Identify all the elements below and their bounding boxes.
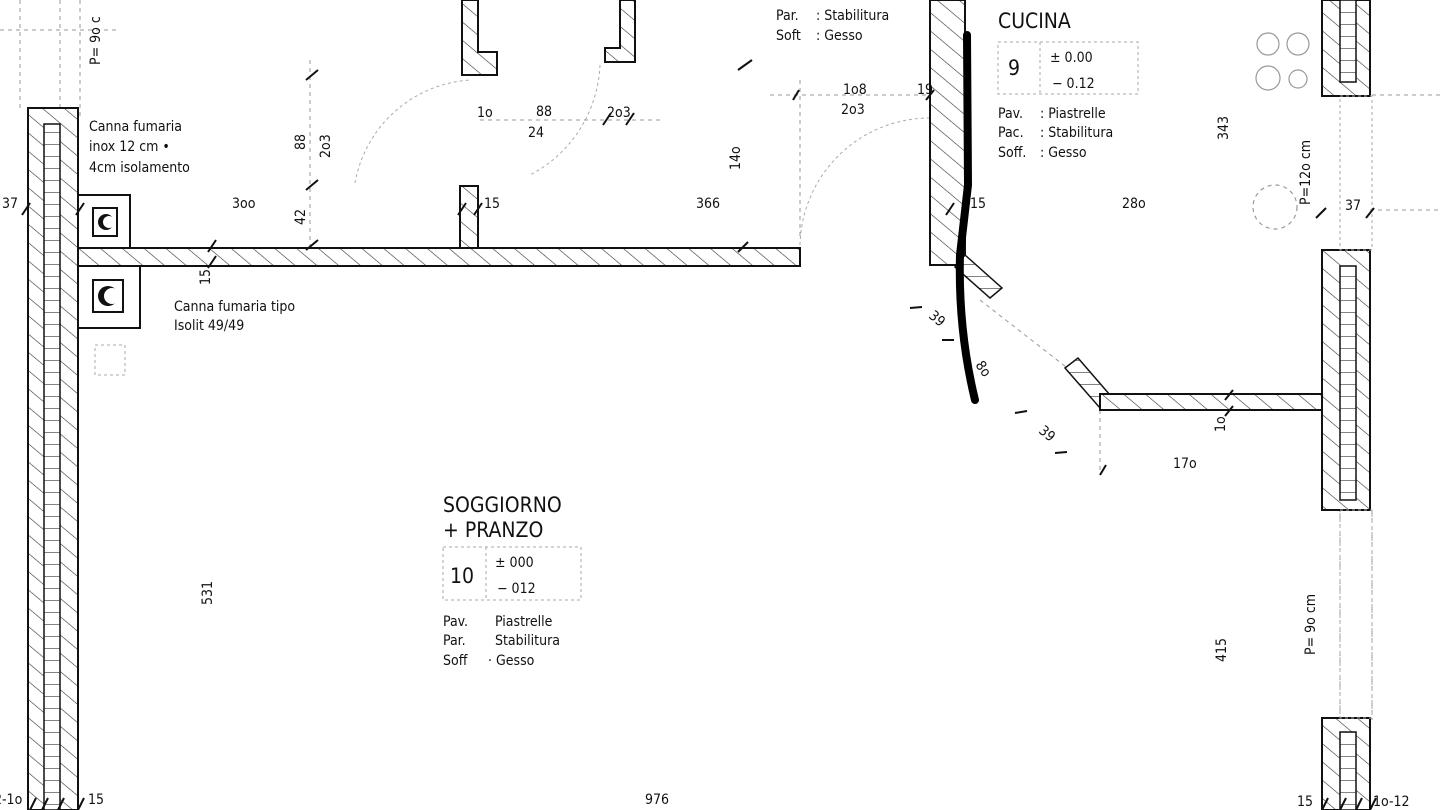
dimension-label: 15 [88,792,104,808]
dimension-label: 37 [2,196,18,212]
dimension-label: 24 [528,125,544,141]
construction-lines [0,0,1440,720]
finish-label: Pav. [443,614,468,630]
dimension-label: 15 [970,196,986,212]
finish-value: : Piastrelle [1040,106,1106,122]
annotation-text: 4cm isolamento [89,160,190,176]
flue-annotations: Canna fumaria inox 12 cm • 4cm isolament… [89,119,295,334]
room-name: + PRANZO [443,518,543,542]
dimension-label: 3oo [232,196,256,212]
dimension-label: 343 [1216,116,1232,140]
room-label-cucina: CUCINA 9 ± 0.00 − 0.12 Pav. : Piastrelle… [998,9,1113,161]
annotation-text: Canna fumaria [89,119,182,135]
finish-label: Soff [443,653,468,669]
dimension-label: 2o3 [841,102,865,118]
dimension-label: 1o8 [843,82,867,98]
dimension-labels: P= 9o c 37 3oo 88 2o3 42 15 1o 88 2o3 24 15 366 14o 1o… [0,16,1410,810]
dimension-label: P= 9o c [88,16,104,65]
window-opening [1339,509,1373,719]
dimension-label: P=12o cm [1298,140,1314,205]
finish-value: · Gesso [488,653,535,669]
dimension-label: 2o3 [318,134,334,158]
dimension-label: 1o [477,105,493,121]
walls [27,0,1373,810]
dimension-label: 2o3 [607,105,631,121]
dimension-label: 2-1o [0,792,23,808]
finish-value: Stabilitura [495,633,560,649]
finish-label: Par. [443,633,466,649]
floor-level: ± 0.00 [1050,50,1093,66]
finish-value: : Gesso [1040,145,1087,161]
annotation-text: Canna fumaria tipo [174,299,295,315]
dimension-label: 1o [1213,416,1229,432]
room-number: 10 [450,564,474,588]
annotation-text: Isolit 49/49 [174,318,244,334]
finish-label: Soft [776,28,801,44]
room-name: SOGGIORNO [443,493,562,517]
dimension-label: 8o [972,358,994,380]
dimension-label: P= 9o cm [1303,594,1319,655]
annotation-text: inox 12 cm • [89,139,170,155]
floor-level-offset: − 012 [497,581,536,597]
room-label-partial: Par. : Stabilitura Soft : Gesso [776,8,889,44]
finish-value: : Stabilitura [816,8,889,24]
room-number: 9 [1008,56,1020,80]
dimension-label: 37 [1345,198,1361,214]
floor-level: ± 000 [495,555,534,571]
dimension-label: 39 [925,308,948,331]
window-opening [1339,95,1373,251]
dimension-label: 42 [293,209,309,225]
room-label-soggiorno: SOGGIORNO + PRANZO 10 ± 000 − 012 Pav. P… [443,493,562,669]
dimension-label: 14o [728,146,744,170]
dimension-label: 15 [1297,794,1313,810]
dimension-label: 88 [536,104,552,120]
dimension-label: 88 [293,134,309,150]
partition-wall [77,247,801,267]
flue-shafts [77,194,141,376]
dimension-label: 976 [645,792,669,808]
stove-burners-icon [1252,32,1310,230]
finish-label: Pac. [998,125,1024,141]
dimension-label: 366 [696,196,720,212]
finish-value: : Gesso [816,28,863,44]
room-name: CUCINA [998,9,1071,33]
dimension-label: 531 [200,581,216,605]
floor-level-offset: − 0.12 [1052,76,1095,92]
dimension-label: 28o [1122,196,1146,212]
dimension-label: 1o-12 [1373,794,1410,810]
dimension-label: 15 [198,269,214,285]
door-swings [354,64,931,246]
dimension-label: 17o [1173,456,1197,472]
dimension-ticks [21,59,1377,810]
finish-label: Soff. [998,145,1026,161]
finish-label: Par. [776,8,799,24]
dimension-label: 19 [917,82,933,98]
finish-value: Piastrelle [495,614,553,630]
dimension-label: 15 [484,196,500,212]
finish-label: Pav. [998,106,1023,122]
finish-value: : Stabilitura [1040,125,1113,141]
dimension-label: 39 [1035,423,1058,446]
marker-stroke [955,31,979,404]
dimension-label: 415 [1214,638,1230,662]
room-stamp-box [442,546,582,601]
